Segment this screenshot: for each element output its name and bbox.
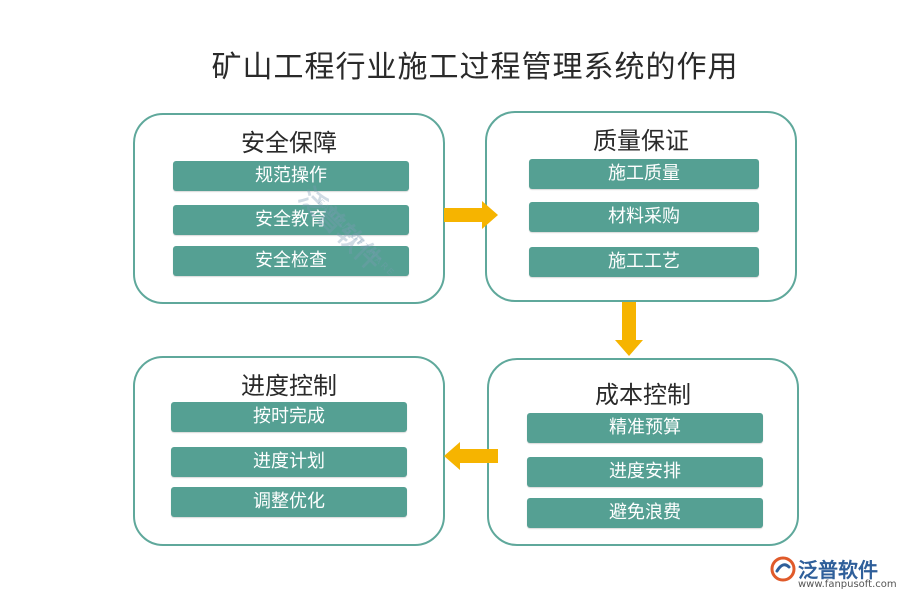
box-schedule-item-1: 按时完成: [171, 402, 407, 432]
box-cost-title: 成本控制: [595, 381, 691, 409]
box-quality-item-2: 材料采购: [529, 202, 759, 232]
logo-name: 泛普软件: [798, 558, 878, 582]
box-schedule-item-3: 调整优化: [171, 487, 407, 517]
page-title: 矿山工程行业施工过程管理系统的作用: [211, 50, 739, 85]
arrow-left-icon: [444, 442, 498, 470]
box-quality-title: 质量保证: [593, 127, 689, 155]
box-schedule-title: 进度控制: [241, 372, 337, 400]
box-quality: 质量保证 施工质量 材料采购 施工工艺: [485, 111, 797, 302]
box-cost: 成本控制 精准预算 进度安排 避免浪费: [487, 358, 799, 546]
box-cost-item-2: 进度安排: [527, 457, 763, 487]
box-safety-title: 安全保障: [241, 129, 337, 157]
brand-logo: 泛普软件 www.fanpusoft.com: [770, 554, 897, 594]
box-safety-item-1: 规范操作: [173, 161, 409, 191]
box-safety-item-2: 安全教育: [173, 205, 409, 235]
box-quality-item-3: 施工工艺: [529, 247, 759, 277]
box-cost-item-3: 避免浪费: [527, 498, 763, 528]
box-safety: 安全保障 规范操作 安全教育 安全检查: [133, 113, 445, 304]
box-quality-item-1: 施工质量: [529, 159, 759, 189]
box-cost-item-1: 精准预算: [527, 413, 763, 443]
logo-url: www.fanpusoft.com: [798, 579, 897, 590]
arrow-right-icon: [444, 201, 498, 229]
box-schedule: 进度控制 按时完成 进度计划 调整优化: [133, 356, 445, 546]
arrow-down-icon: [615, 302, 643, 356]
box-schedule-item-2: 进度计划: [171, 447, 407, 477]
logo-mark-icon: [770, 556, 796, 582]
box-safety-item-3: 安全检查: [173, 246, 409, 276]
